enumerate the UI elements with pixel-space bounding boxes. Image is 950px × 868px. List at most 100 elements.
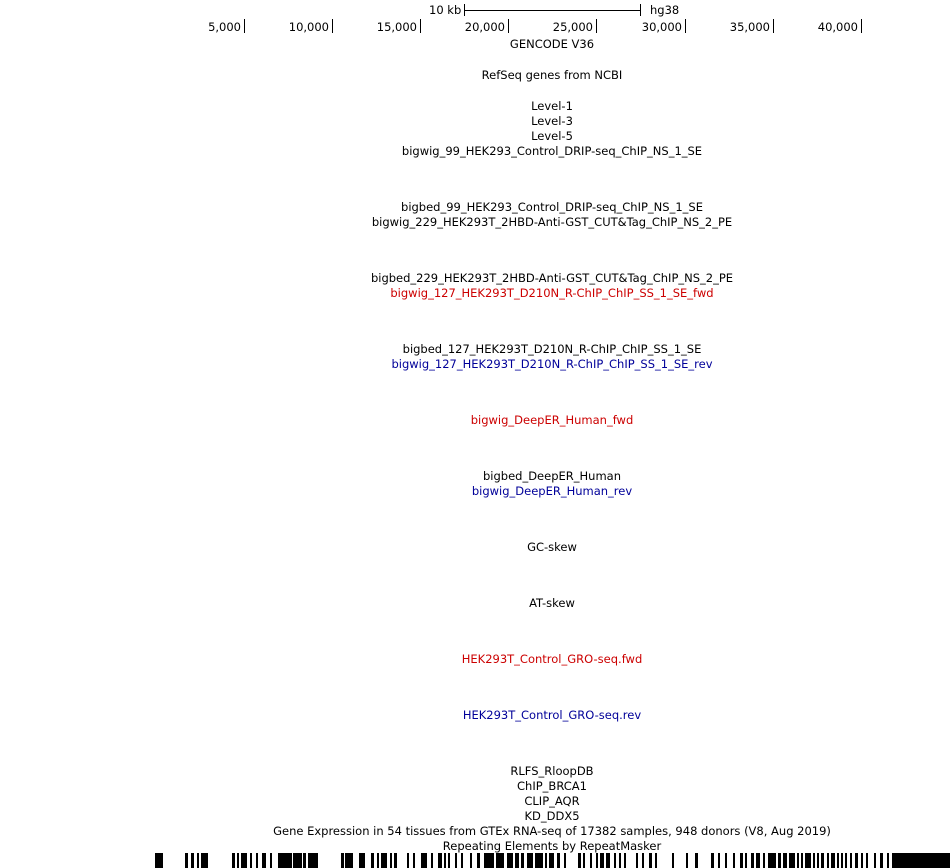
repeat-element-bar: [841, 853, 843, 868]
repeat-element-bar: [359, 853, 365, 868]
repeat-element-bar: [270, 853, 272, 868]
track-label[interactable]: bigwig_127_HEK293T_D210N_R-ChIP_ChIP_SS_…: [391, 357, 713, 371]
repeat-element-bar: [590, 853, 592, 868]
ruler-tick-label: 30,000: [641, 20, 682, 34]
repeat-element-bar: [438, 853, 442, 868]
repeat-element-bar: [583, 853, 585, 868]
repeat-element-bar: [470, 853, 472, 868]
repeat-element-bar: [155, 853, 163, 868]
track-label[interactable]: GENCODE V36: [509, 37, 595, 51]
repeat-element-bar: [827, 853, 829, 868]
repeat-element-bar: [507, 853, 513, 868]
repeat-element-bar: [695, 853, 698, 868]
repeat-element-bar: [431, 853, 433, 868]
repeat-element-bar: [813, 853, 815, 868]
track-label[interactable]: bigwig_127_HEK293T_D210N_R-ChIP_ChIP_SS_…: [390, 286, 714, 300]
track-label[interactable]: Gene Expression in 54 tissues from GTEx …: [273, 824, 831, 838]
repeat-element-bar: [805, 853, 811, 868]
track-label[interactable]: HEK293T_Control_GRO-seq.fwd: [461, 652, 643, 666]
repeat-element-bar: [407, 853, 409, 868]
repeat-element-bar: [880, 853, 883, 868]
track-label[interactable]: bigwig_DeepER_Human_rev: [471, 484, 633, 498]
track-label[interactable]: ChIP_BRCA1: [517, 779, 587, 793]
repeat-element-bar: [789, 853, 795, 868]
repeat-element-bar: [797, 853, 799, 868]
repeat-element-bar: [448, 853, 450, 868]
ruler-tick-label: 5,000: [208, 20, 241, 34]
repeat-element-bar: [237, 853, 239, 868]
repeat-element-bar: [866, 853, 868, 868]
track-label[interactable]: KD_DDX5: [524, 809, 580, 823]
repeat-element-bar: [250, 853, 252, 868]
repeat-element-bar: [377, 853, 379, 868]
repeat-element-bar: [371, 853, 374, 868]
repeat-element-bar: [232, 853, 235, 868]
repeat-element-bar: [341, 853, 344, 868]
repeat-element-bar: [596, 853, 598, 868]
track-label[interactable]: bigbed_127_HEK293T_D210N_R-ChIP_ChIP_SS_…: [402, 342, 702, 356]
repeat-element-bar: [545, 853, 547, 868]
scale-bar-line: [464, 10, 641, 11]
repeat-element-bar: [821, 853, 824, 868]
repeat-element-bar: [624, 853, 626, 868]
repeat-element-bar: [484, 853, 494, 868]
ruler-tick-mark: [685, 19, 686, 33]
repeatmasker-track[interactable]: [0, 850, 950, 868]
track-label[interactable]: bigbed_99_HEK293_Control_DRIP-seq_ChIP_N…: [401, 200, 703, 214]
repeat-element-bar: [278, 853, 292, 868]
repeat-element-bar: [614, 853, 616, 868]
repeat-element-bar: [578, 853, 581, 868]
repeat-element-bar: [496, 853, 504, 868]
ruler-tick-mark: [508, 19, 509, 33]
repeat-element-bar: [197, 853, 199, 868]
repeat-element-bar: [549, 853, 554, 868]
track-label[interactable]: Repeating Elements by RepeatMasker: [442, 839, 662, 853]
ruler-tick-label: 20,000: [464, 20, 505, 34]
ruler-tick-mark: [861, 19, 862, 33]
track-label[interactable]: RefSeq genes from NCBI: [481, 68, 623, 82]
track-label[interactable]: bigbed_229_HEK293T_2HBD-Anti-GST_CUT&Tag…: [370, 271, 734, 285]
track-label[interactable]: Level-5: [531, 129, 573, 143]
repeat-element-bar: [756, 853, 760, 868]
repeat-element-bar: [768, 853, 776, 868]
repeat-element-bar: [642, 853, 644, 868]
ruler-tick-mark: [332, 19, 333, 33]
ruler-tick-mark: [596, 19, 597, 33]
track-label[interactable]: RLFS_RloopDB: [510, 764, 594, 778]
repeat-element-bar: [394, 853, 397, 868]
repeat-element-bar: [308, 853, 318, 868]
repeat-element-bar: [557, 853, 560, 868]
repeat-element-bar: [831, 853, 835, 868]
repeat-element-bar: [241, 853, 247, 868]
track-label[interactable]: GC-skew: [527, 540, 577, 554]
ruler-tick-mark: [773, 19, 774, 33]
track-label[interactable]: CLIP_AQR: [524, 794, 580, 808]
repeat-element-bar: [303, 853, 306, 868]
repeat-element-bar: [606, 853, 610, 868]
repeat-element-bar: [850, 853, 852, 868]
ruler-tick-label: 35,000: [729, 20, 770, 34]
track-label[interactable]: bigwig_99_HEK293_Control_DRIP-seq_ChIP_N…: [401, 144, 703, 158]
track-label[interactable]: HEK293T_Control_GRO-seq.rev: [462, 708, 642, 722]
repeat-element-bar: [564, 853, 566, 868]
repeat-element-bar: [381, 853, 387, 868]
repeat-element-bar: [421, 853, 427, 868]
repeat-element-bar: [191, 853, 194, 868]
track-label[interactable]: Level-1: [531, 99, 573, 113]
repeat-element-bar: [686, 853, 688, 868]
repeat-element-bar: [817, 853, 819, 868]
repeat-element-bar: [527, 853, 533, 868]
ruler-tick-label: 15,000: [376, 20, 417, 34]
repeat-element-bar: [740, 853, 743, 868]
track-label[interactable]: bigwig_DeepER_Human_fwd: [470, 413, 634, 427]
track-label[interactable]: bigbed_DeepER_Human: [482, 469, 621, 483]
repeat-element-bar: [655, 853, 657, 868]
repeat-element-bar: [201, 853, 208, 868]
track-label[interactable]: Level-3: [531, 114, 573, 128]
track-label[interactable]: bigwig_229_HEK293T_2HBD-Anti-GST_CUT&Tag…: [371, 215, 733, 229]
repeat-element-bar: [444, 853, 446, 868]
track-label[interactable]: AT-skew: [529, 596, 575, 610]
repeat-element-bar: [718, 853, 720, 868]
repeat-element-bar: [535, 853, 543, 868]
repeat-element-bar: [874, 853, 876, 868]
